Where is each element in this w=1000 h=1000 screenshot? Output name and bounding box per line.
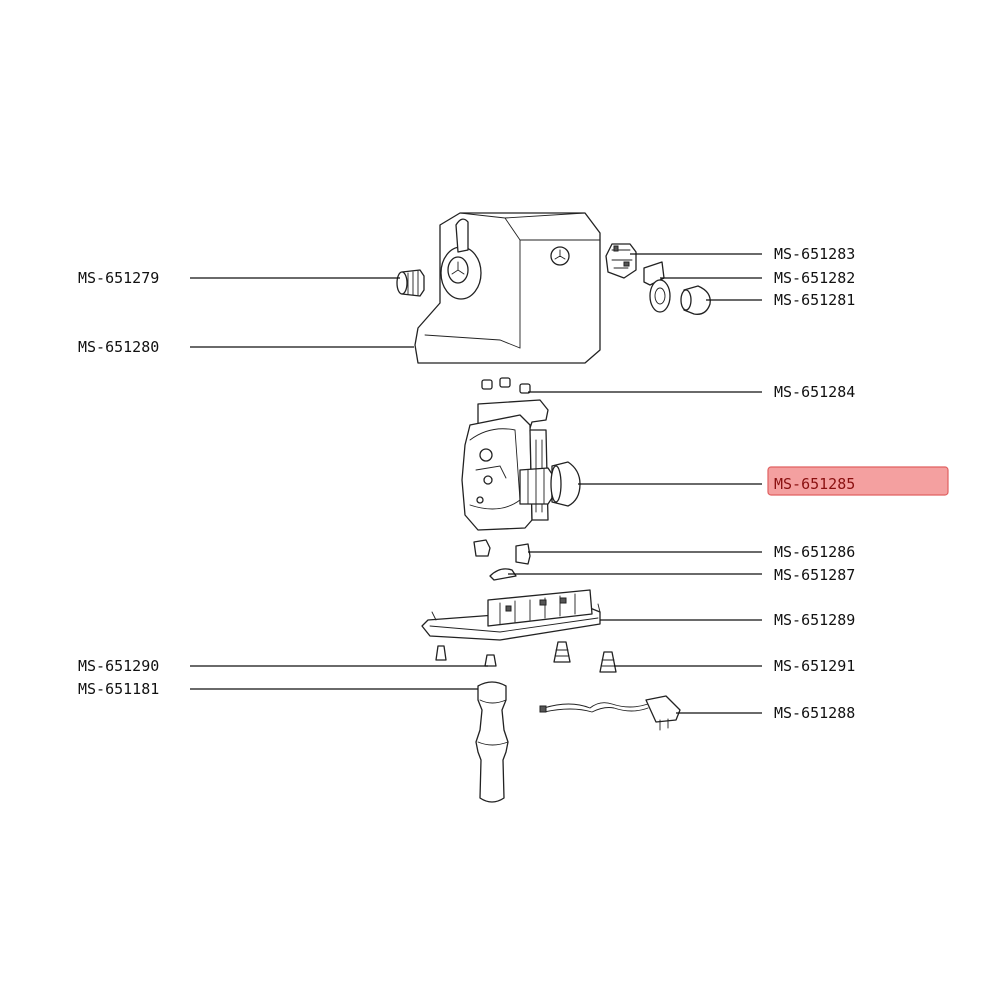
power-cord-part[interactable] (539, 695, 681, 731)
housing-part[interactable] (414, 212, 601, 364)
brackets-part[interactable] (473, 539, 531, 565)
label-ms-651288[interactable]: MS-651288 (774, 704, 855, 722)
switch-plate-part[interactable] (643, 261, 671, 313)
switch-knob-part[interactable] (680, 285, 711, 315)
label-ms-651181[interactable]: MS-651181 (78, 680, 159, 698)
label-ms-651287[interactable]: MS-651287 (774, 566, 855, 584)
motor-gear-unit-part[interactable] (461, 399, 581, 531)
highlight-box-ms-651285 (767, 466, 949, 496)
label-ms-651291[interactable]: MS-651291 (774, 657, 855, 675)
spring-clip-part[interactable] (489, 568, 517, 581)
leader-lines (190, 253, 762, 714)
pusher-part[interactable] (475, 681, 509, 803)
screw-part[interactable] (435, 645, 497, 667)
label-ms-651286[interactable]: MS-651286 (774, 543, 855, 561)
label-ms-651285[interactable]: MS-651285 (774, 475, 855, 493)
label-ms-651290[interactable]: MS-651290 (78, 657, 159, 675)
label-ms-651282[interactable]: MS-651282 (774, 269, 855, 287)
foot-part[interactable] (553, 641, 617, 673)
base-plate-part[interactable] (421, 589, 601, 641)
label-ms-651279[interactable]: MS-651279 (78, 269, 159, 287)
switch-part[interactable] (605, 243, 637, 279)
label-ms-651283[interactable]: MS-651283 (774, 245, 855, 263)
label-ms-651281[interactable]: MS-651281 (774, 291, 855, 309)
label-ms-651280[interactable]: MS-651280 (78, 338, 159, 356)
label-ms-651289[interactable]: MS-651289 (774, 611, 855, 629)
buffers-part[interactable] (481, 377, 531, 394)
label-ms-651284[interactable]: MS-651284 (774, 383, 855, 401)
feed-screw-insert-part[interactable] (396, 269, 425, 297)
